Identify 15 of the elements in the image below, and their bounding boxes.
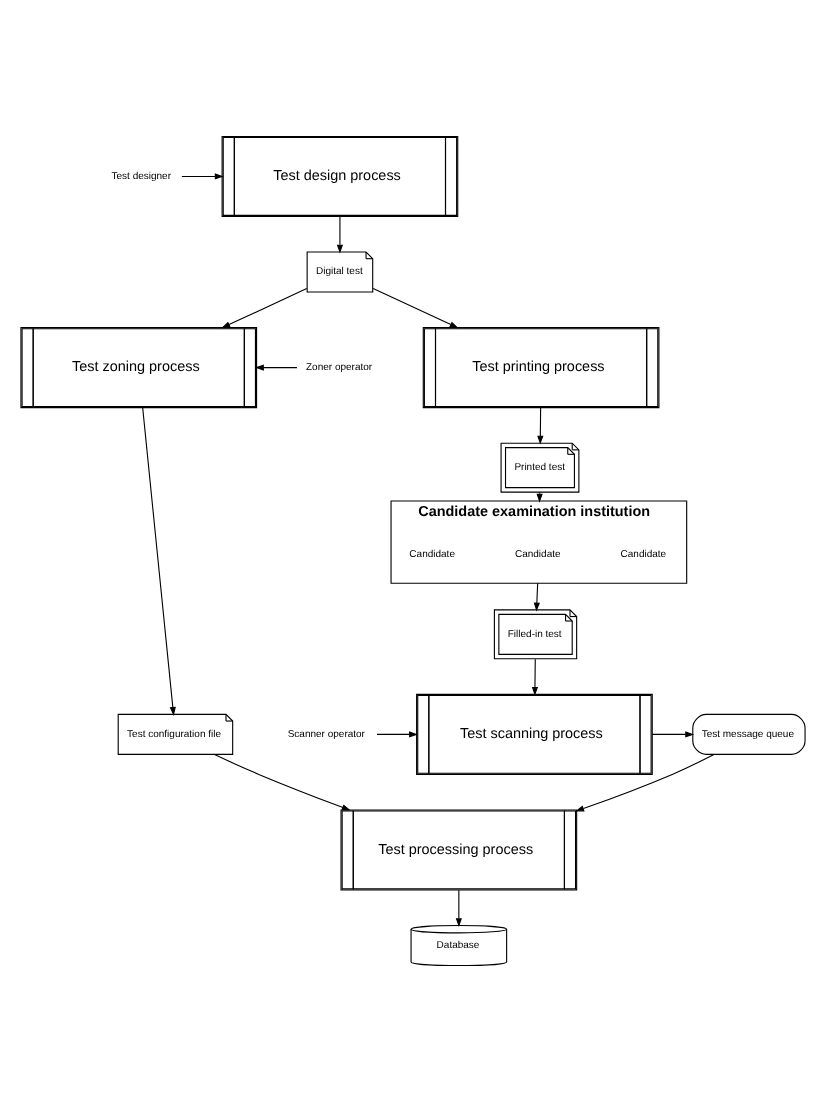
arrow <box>372 287 459 328</box>
arrow <box>533 581 540 611</box>
arrow <box>142 406 176 715</box>
arrow <box>376 730 418 737</box>
arrow <box>575 752 715 811</box>
arrow <box>537 406 544 444</box>
arrow <box>531 657 539 695</box>
arrow <box>254 363 298 370</box>
arrow <box>221 287 308 328</box>
arrow <box>536 490 543 502</box>
arrow <box>214 753 351 810</box>
arrow <box>336 215 344 253</box>
arrow <box>652 730 695 737</box>
arrow <box>455 888 462 927</box>
arrow <box>181 172 224 179</box>
